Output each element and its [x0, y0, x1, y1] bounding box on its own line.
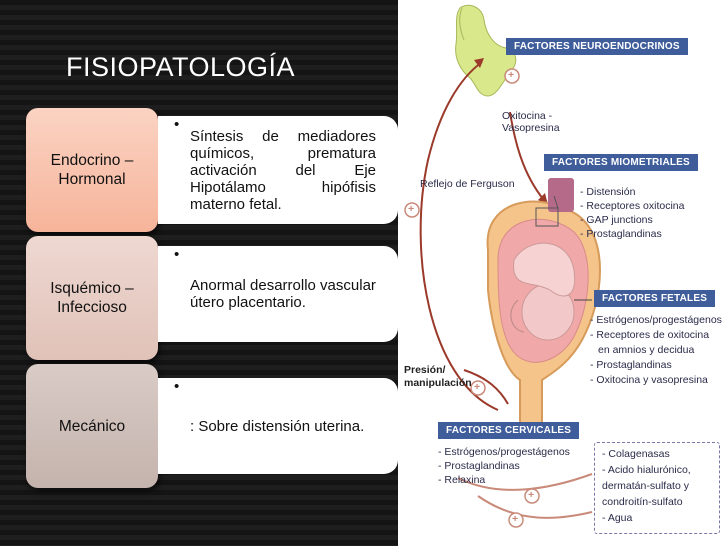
cervical-item: - Prostaglandinas — [438, 460, 520, 472]
slide-title: FISIOPATOLOGÍA — [66, 52, 296, 82]
collagen-box — [594, 442, 720, 534]
fetal-item: - Oxitocina y vasopresina — [590, 374, 708, 386]
arrow-cervical-top — [457, 473, 593, 491]
cervical-item: - Relaxina — [438, 474, 486, 486]
bullet: • — [174, 116, 180, 133]
collagen-item: - Acido hialurónico, — [602, 464, 691, 476]
header-fetal: FACTORES FETALES — [594, 290, 716, 307]
fetal-item: - Estrógenos/progestágenos — [590, 314, 722, 326]
bullet: • — [174, 246, 180, 263]
ferguson-label: Reflejo de Ferguson — [420, 178, 515, 190]
description-endocrine: • Síntesis de mediadores químicos, prema… — [158, 116, 398, 224]
plus-icon: + — [528, 489, 535, 501]
description-ischemic: • Anormal desarrollo vascular útero plac… — [158, 246, 398, 342]
bullet: • — [174, 378, 180, 395]
fetus-body — [513, 242, 576, 297]
plus-icon: + — [512, 513, 519, 525]
plus-icon: + — [508, 69, 515, 81]
collagen-item: - Colagenasas — [602, 448, 670, 460]
diagram-drawing — [404, 4, 601, 528]
arrow-ferguson — [419, 61, 499, 411]
fetal-item: - Prostaglandinas — [590, 359, 672, 371]
arrow-pressure — [463, 369, 509, 405]
description-text: : Sobre distensión uterina. — [190, 417, 365, 435]
neuroendocrine-item: Oxitocina - — [502, 110, 553, 122]
myometrial-item: - GAP junctions — [580, 214, 653, 226]
neuroendocrine-item: Vasopresina — [502, 122, 560, 134]
plus-icon: + — [408, 203, 415, 215]
collagen-item: - Agua — [602, 512, 633, 524]
fetal-item: - Receptores de oxitocina — [590, 329, 710, 341]
plus-circle — [404, 68, 540, 528]
category-mechanical: Mecánico — [26, 364, 158, 488]
parturition-diagram: + + + + + FACTORES NEUROENDOCRINOS Oxito… — [398, 0, 728, 546]
header-neuroendocrine: FACTORES NEUROENDOCRINOS — [506, 38, 688, 55]
header-myometrial: FACTORES MIOMETRIALES — [544, 154, 698, 171]
description-text: Anormal desarrollo vascular útero placen… — [190, 277, 376, 311]
collagen-item: dermatán-sulfato y — [602, 480, 689, 492]
description-mechanical: • : Sobre distensión uterina. — [158, 378, 398, 474]
collagen-item: condroitín-sulfato — [602, 496, 683, 508]
pressure-label: Presión/ — [404, 364, 446, 376]
fetal-item: en amnios y decidua — [598, 344, 695, 356]
pituitary-shape — [455, 4, 517, 97]
arrow-cervical-bottom — [477, 495, 593, 519]
myometrial-tissue — [548, 178, 574, 212]
myometrial-item: - Receptores oxitocina — [580, 200, 685, 212]
pressure-label: manipulación — [404, 377, 472, 389]
header-cervical: FACTORES CERVICALES — [438, 422, 580, 439]
myometrial-item: - Distensión — [580, 186, 636, 198]
description-text: Síntesis de mediadores químicos, prematu… — [190, 127, 376, 213]
category-endocrine: Endocrino – Hormonal — [26, 108, 158, 232]
plus-icon: + — [474, 381, 481, 393]
myometrial-item: - Prostaglandinas — [580, 228, 662, 240]
category-ischemic: Isquémico – Infeccioso — [26, 236, 158, 360]
cervical-item: - Estrógenos/progestágenos — [438, 446, 570, 458]
